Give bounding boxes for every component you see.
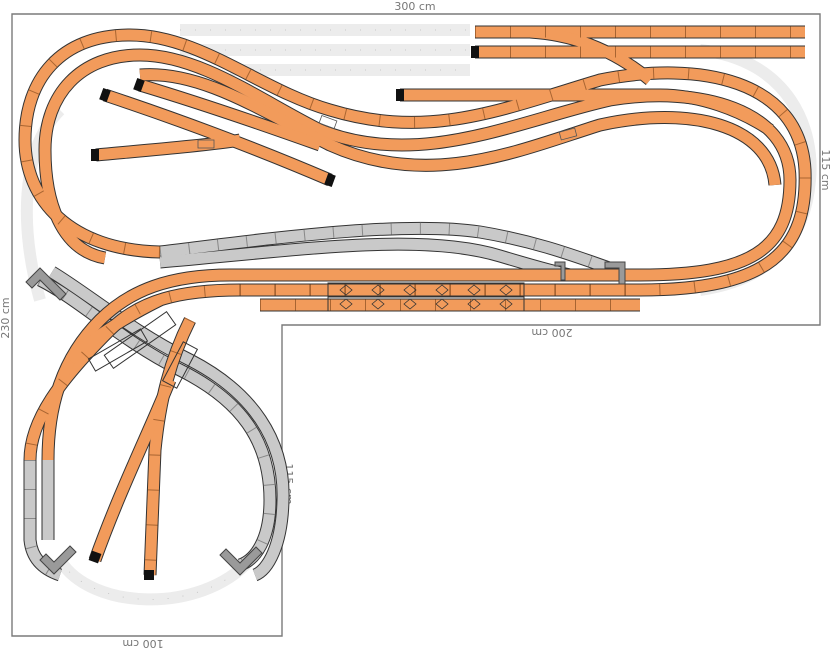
dimension-right-label: 115 cm bbox=[819, 149, 832, 190]
platform-icon bbox=[327, 282, 525, 312]
dimension-top-label: 300 cm bbox=[394, 0, 435, 13]
tunnel-portal-icon bbox=[25, 261, 626, 576]
dimension-inner-edge-label: 200 cm bbox=[531, 326, 572, 339]
bridge-icon bbox=[87, 310, 199, 389]
orange-tracks bbox=[18, 25, 812, 576]
baseboard-outline bbox=[11, 13, 821, 637]
bumper-icon bbox=[88, 46, 479, 580]
turnout-icon bbox=[197, 114, 578, 149]
ghost-track-ties bbox=[59, 29, 470, 600]
dimension-left-label: 230 cm bbox=[0, 297, 12, 338]
dimension-bottom-label: 100 cm bbox=[122, 637, 163, 650]
